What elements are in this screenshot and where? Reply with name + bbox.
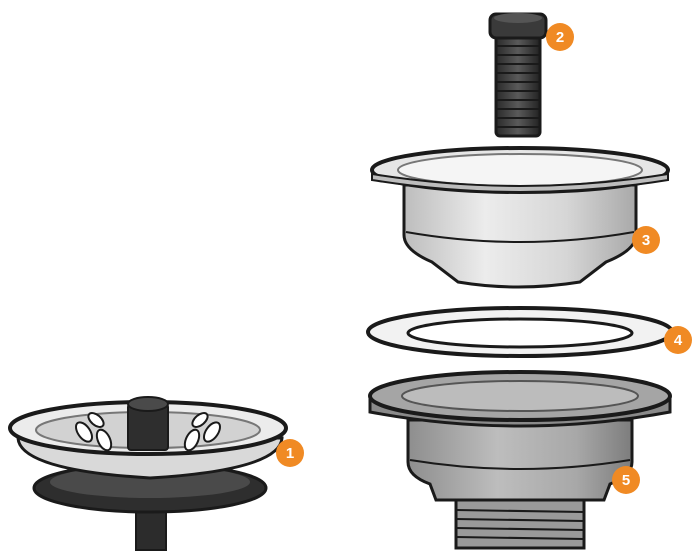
callout-number: 5 [622,472,630,489]
callout-3: 3 [632,226,660,254]
callout-number: 4 [674,332,683,349]
gasket-ring-part [368,308,672,356]
callout-number: 2 [556,29,564,46]
strainer-body-part [372,148,668,287]
callout-number: 1 [286,445,294,462]
callout-4: 4 [664,326,692,354]
callout-2: 2 [546,23,574,51]
basket-strainer-part [10,397,286,550]
drain-housing-part [370,372,670,548]
callout-5: 5 [612,466,640,494]
callout-number: 3 [642,232,650,249]
callout-1: 1 [276,439,304,467]
bolt-part [490,13,546,136]
